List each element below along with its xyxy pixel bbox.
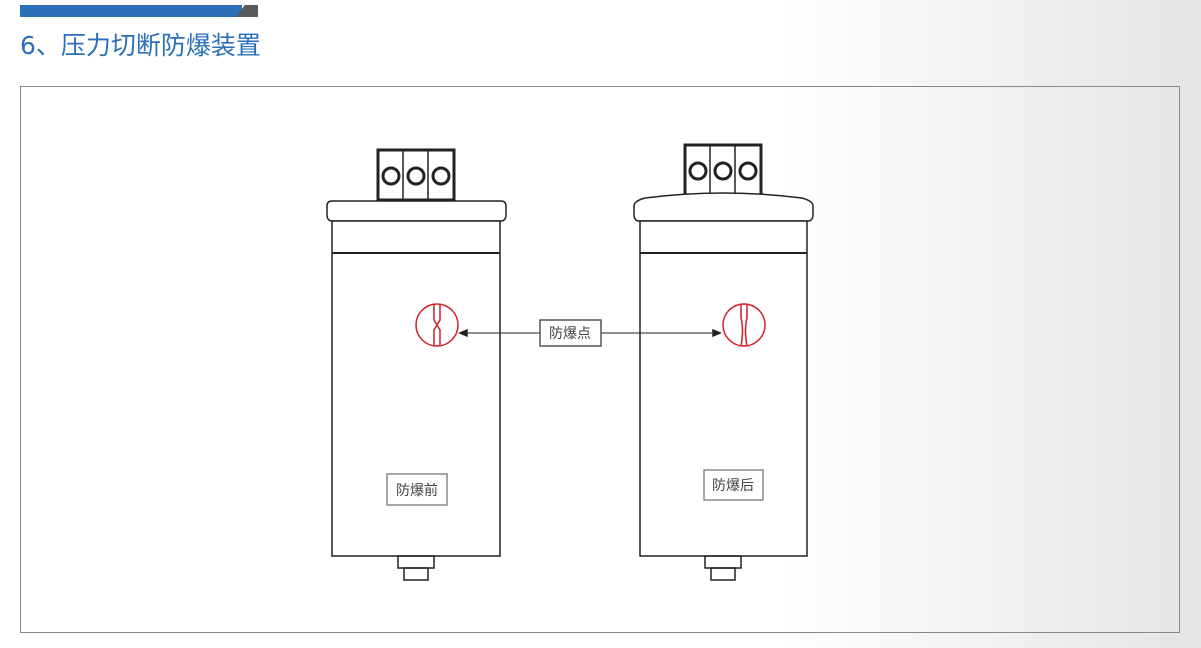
capacitor-after <box>633 143 814 581</box>
after-label: 防爆后 <box>712 478 754 494</box>
before-label: 防爆前 <box>396 482 438 499</box>
burst-point-label: 防爆点 <box>549 326 591 342</box>
capacitor-before <box>326 148 507 581</box>
title-accent-bar <box>20 5 242 17</box>
burst-point-callout <box>458 319 722 347</box>
diagram-frame <box>20 86 1180 633</box>
burst-point-marker <box>415 303 459 347</box>
burst-point-marker-opened <box>722 303 766 347</box>
page-title: 6、压力切断防爆装置 <box>20 31 261 60</box>
